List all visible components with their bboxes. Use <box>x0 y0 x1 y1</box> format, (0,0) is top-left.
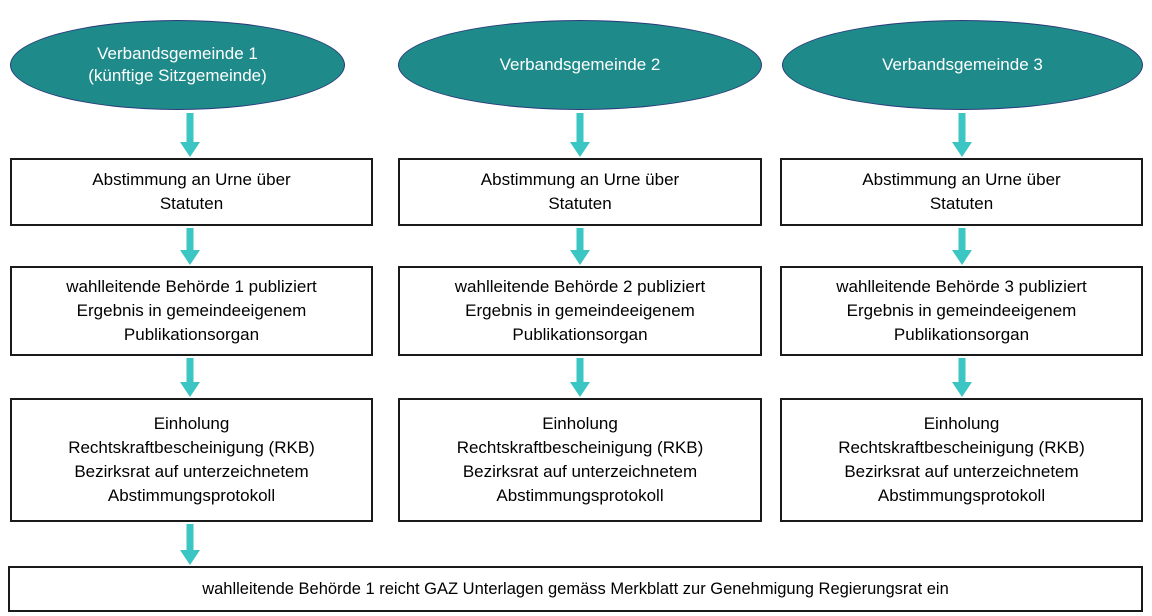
process-box-label: wahlleitende Behörde 1 reicht GAZ Unterl… <box>202 580 949 598</box>
process-box-publikation-2[interactable]: wahlleitende Behörde 2 publiziert Ergebn… <box>398 266 762 356</box>
arrow-down-3-2 <box>951 228 973 266</box>
arrow-down-3-1 <box>951 113 973 158</box>
process-box-label: Abstimmung an Urne über Statuten <box>92 170 291 213</box>
start-node-label: Verbandsgemeinde 2 <box>499 55 661 74</box>
process-box-abstimmung-3[interactable]: Abstimmung an Urne über Statuten <box>780 158 1143 226</box>
start-node-verbandsgemeinde-2[interactable]: Verbandsgemeinde 2 <box>398 20 762 110</box>
arrow-down-2-3 <box>569 358 591 398</box>
arrow-down-1-4 <box>179 524 201 566</box>
arrow-down-2-2 <box>569 228 591 266</box>
process-box-label: Einholung Rechtskraftbescheinigung (RKB)… <box>838 414 1085 505</box>
start-node-verbandsgemeinde-1[interactable]: Verbandsgemeinde 1 (künftige Sitzgemeind… <box>10 20 345 110</box>
process-box-label: wahlleitende Behörde 1 publiziert Ergebn… <box>66 277 317 344</box>
arrow-down-1-1 <box>179 113 201 158</box>
process-box-label: wahlleitende Behörde 3 publiziert Ergebn… <box>836 277 1087 344</box>
start-node-verbandsgemeinde-3[interactable]: Verbandsgemeinde 3 <box>782 20 1143 110</box>
arrow-down-3-3 <box>951 358 973 398</box>
process-box-publikation-1[interactable]: wahlleitende Behörde 1 publiziert Ergebn… <box>10 266 373 356</box>
start-node-label: Verbandsgemeinde 1 (künftige Sitzgemeind… <box>88 44 267 85</box>
process-box-abstimmung-2[interactable]: Abstimmung an Urne über Statuten <box>398 158 762 226</box>
process-box-label: Einholung Rechtskraftbescheinigung (RKB)… <box>456 414 704 505</box>
process-box-rkb-1[interactable]: Einholung Rechtskraftbescheinigung (RKB)… <box>10 398 373 522</box>
process-box-publikation-3[interactable]: wahlleitende Behörde 3 publiziert Ergebn… <box>780 266 1143 356</box>
process-box-label: Abstimmung an Urne über Statuten <box>480 170 680 213</box>
arrow-down-1-3 <box>179 358 201 398</box>
process-box-label: wahlleitende Behörde 2 publiziert Ergebn… <box>454 277 706 344</box>
process-box-label: Einholung Rechtskraftbescheinigung (RKB)… <box>68 414 315 505</box>
process-box-abstimmung-1[interactable]: Abstimmung an Urne über Statuten <box>10 158 373 226</box>
process-box-rkb-2[interactable]: Einholung Rechtskraftbescheinigung (RKB)… <box>398 398 762 522</box>
process-box-final-genehmigung[interactable]: wahlleitende Behörde 1 reicht GAZ Unterl… <box>8 566 1143 612</box>
start-node-label: Verbandsgemeinde 3 <box>882 55 1043 74</box>
arrow-down-2-1 <box>569 113 591 158</box>
process-box-rkb-3[interactable]: Einholung Rechtskraftbescheinigung (RKB)… <box>780 398 1143 522</box>
arrow-down-1-2 <box>179 228 201 266</box>
process-box-label: Abstimmung an Urne über Statuten <box>862 170 1061 213</box>
